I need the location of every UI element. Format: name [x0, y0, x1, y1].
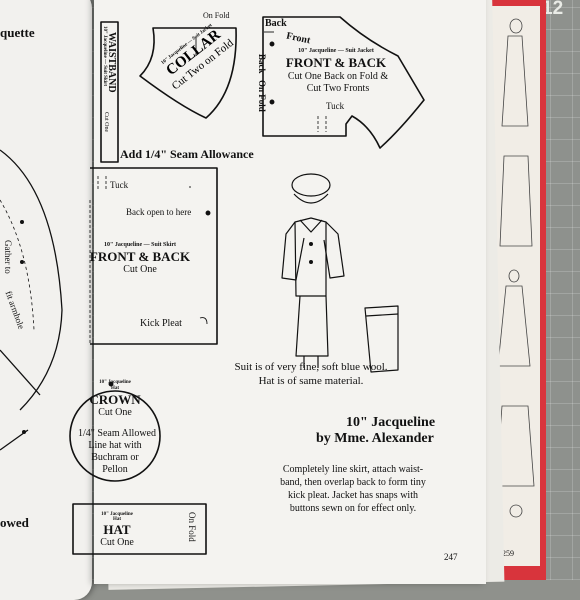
page-number: 247: [444, 552, 458, 562]
hat-fold: On Fold: [187, 512, 197, 542]
body-line-2: band, then overlap back to form tiny: [280, 477, 426, 488]
left-page: [0, 0, 92, 600]
collar-fold: On Fold: [203, 11, 230, 20]
jacket-piece: [262, 16, 425, 149]
waistband-piece: [100, 21, 119, 163]
jacket-title: FRONT & BACK: [285, 55, 387, 70]
hat-title: HAT: [103, 522, 131, 537]
pattern-pieces: [69, 16, 425, 555]
skirt-piece: [90, 167, 218, 345]
ruler-number: 12: [542, 0, 564, 19]
doll-suit-illustration: [281, 173, 399, 373]
crown-note-1: 1/4" Seam Allowed: [78, 428, 156, 439]
suit-caption-1: Suit is of very fine, soft blue wool.: [234, 361, 388, 373]
crown-note-4: Pellon: [102, 464, 128, 475]
jacket-back-label: Back: [265, 18, 287, 29]
skirt-cut: Cut One: [123, 264, 157, 275]
crown-note-3: Buchram or: [91, 452, 139, 463]
hat-series: 10" Jacqueline: [101, 512, 133, 517]
skirt-series: 10" Jacqueline — Suit Skirt: [103, 242, 177, 248]
pattern-page: [94, 0, 486, 584]
crown-series: 10" Jacqueline: [99, 380, 131, 385]
collar-piece: [139, 27, 237, 119]
crown-note-2: Line hat with: [88, 440, 142, 451]
heading-author: by Mme. Alexander: [316, 431, 434, 446]
skirt-back-open: Back open to here: [126, 207, 192, 217]
body-line-4: buttons sewn on for effect only.: [289, 503, 417, 514]
jacket-fold-back: Back: [257, 54, 267, 74]
jacket-cut-1: Cut One Back on Fold &: [287, 71, 389, 82]
jacket-fold-on: On Fold: [257, 80, 267, 112]
seam-allowance-note: Add 1/4" Seam Allowance: [120, 147, 254, 161]
hat-series-hat: Hat: [112, 517, 122, 522]
crown-series-hat: Hat: [110, 386, 120, 391]
skirt-tuck: Tuck: [110, 180, 129, 190]
suit-caption-2: Hat is of same material.: [258, 375, 364, 387]
crown-title: CROWN: [89, 392, 141, 407]
jacket-series: 10" Jacqueline — Suit Jacket: [298, 48, 374, 54]
body-line-1: Completely line skirt, attach waist-: [282, 464, 424, 475]
skirt-title: FRONT & BACK: [89, 249, 191, 264]
jacket-cut-2: Cut Two Fronts: [306, 83, 370, 94]
jacket-tuck: Tuck: [326, 101, 345, 111]
crown-cut: Cut One: [98, 407, 132, 418]
body-line-3: kick pleat. Jacket has snaps with: [288, 490, 418, 501]
left-page-header: quette: [0, 25, 35, 40]
crown-piece: [69, 390, 161, 482]
heading-title: 10" Jacqueline: [346, 415, 436, 430]
kick-pleat-label: Kick Pleat: [140, 318, 182, 329]
behind-page-number: 259: [502, 549, 514, 558]
hat-cut: Cut One: [100, 537, 134, 548]
waistband-cut: Cut One: [103, 112, 109, 133]
left-page-footer: owed: [0, 515, 29, 530]
left-page-pattern: [0, 149, 63, 451]
hat-piece: [72, 503, 207, 555]
waistband-title: WAISTBAND: [106, 32, 117, 93]
